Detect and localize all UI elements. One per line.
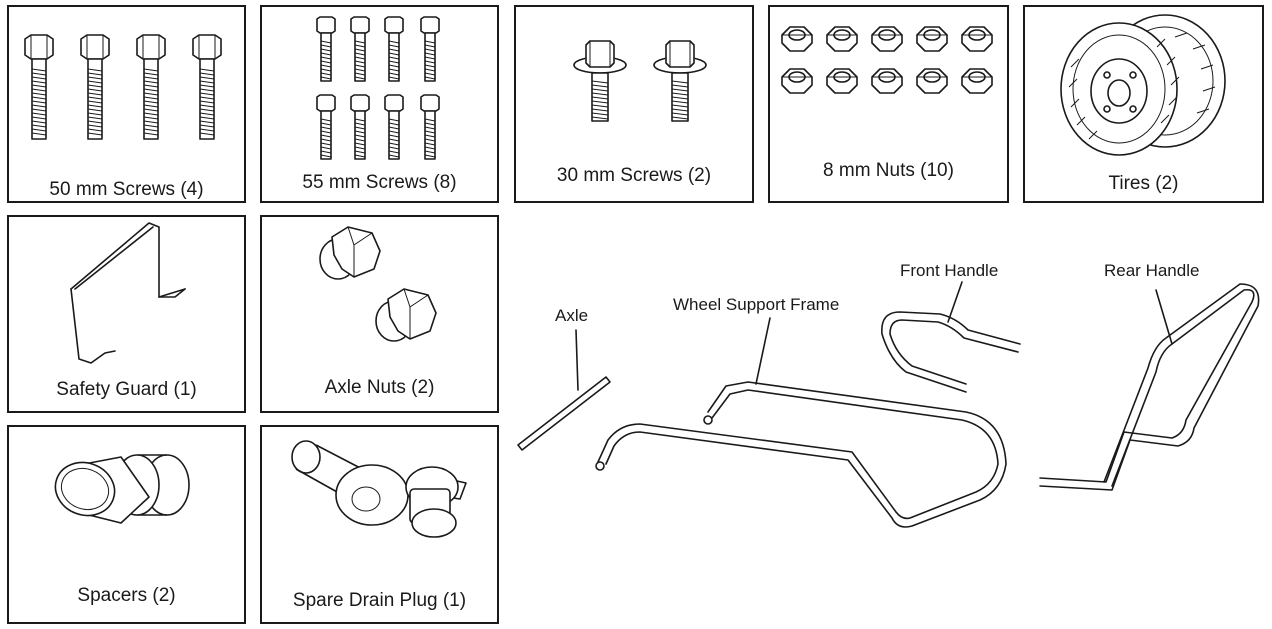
55mm-screws-illustration [316, 16, 440, 160]
spacers-illustration [54, 454, 190, 524]
axle-part [517, 329, 611, 451]
50mm-screws-illustration [24, 34, 222, 140]
30mm-screws-illustration [573, 40, 707, 122]
part-box-axle-nuts: Axle Nuts (2) [260, 215, 499, 413]
part-box-30mm-screws: 30 mm Screws (2) [514, 5, 754, 203]
label-safety-guard: Safety Guard (1) [56, 379, 197, 400]
rear-handle-part [1039, 283, 1260, 491]
part-box-50mm-screws: 50 mm Screws (4) [7, 5, 246, 203]
label-front-handle: Front Handle [900, 261, 999, 280]
wheel-support-frame-part [595, 317, 1007, 528]
label-axle-nuts: Axle Nuts (2) [324, 377, 435, 398]
label-30mm-screws: 30 mm Screws (2) [556, 165, 712, 186]
part-box-safety-guard: Safety Guard (1) [7, 215, 246, 413]
label-50mm-screws: 50 mm Screws (4) [49, 179, 204, 200]
axle-nuts-illustration [319, 226, 437, 342]
part-box-spacers: Spacers (2) [7, 425, 246, 624]
8mm-nuts-illustration [781, 26, 993, 94]
label-55mm-screws: 55 mm Screws (8) [302, 172, 457, 193]
label-axle: Axle [555, 306, 589, 325]
label-wheel-support-frame: Wheel Support Frame [673, 295, 840, 314]
drain-plug-illustration [291, 440, 467, 538]
front-handle-part [881, 281, 1021, 393]
part-box-55mm-screws: 55 mm Screws (8) [260, 5, 499, 203]
safety-guard-illustration [70, 222, 186, 364]
tires-illustration [1060, 14, 1226, 156]
label-spacers: Spacers (2) [77, 585, 176, 606]
label-tires: Tires (2) [1108, 173, 1179, 194]
part-box-8mm-nuts: 8 mm Nuts (10) [768, 5, 1009, 203]
part-box-tires: Tires (2) [1023, 5, 1264, 203]
label-rear-handle: Rear Handle [1104, 261, 1200, 280]
label-drain-plug: Spare Drain Plug (1) [292, 590, 467, 611]
part-box-drain-plug: Spare Drain Plug (1) [260, 425, 499, 624]
label-8mm-nuts: 8 mm Nuts (10) [823, 160, 954, 181]
